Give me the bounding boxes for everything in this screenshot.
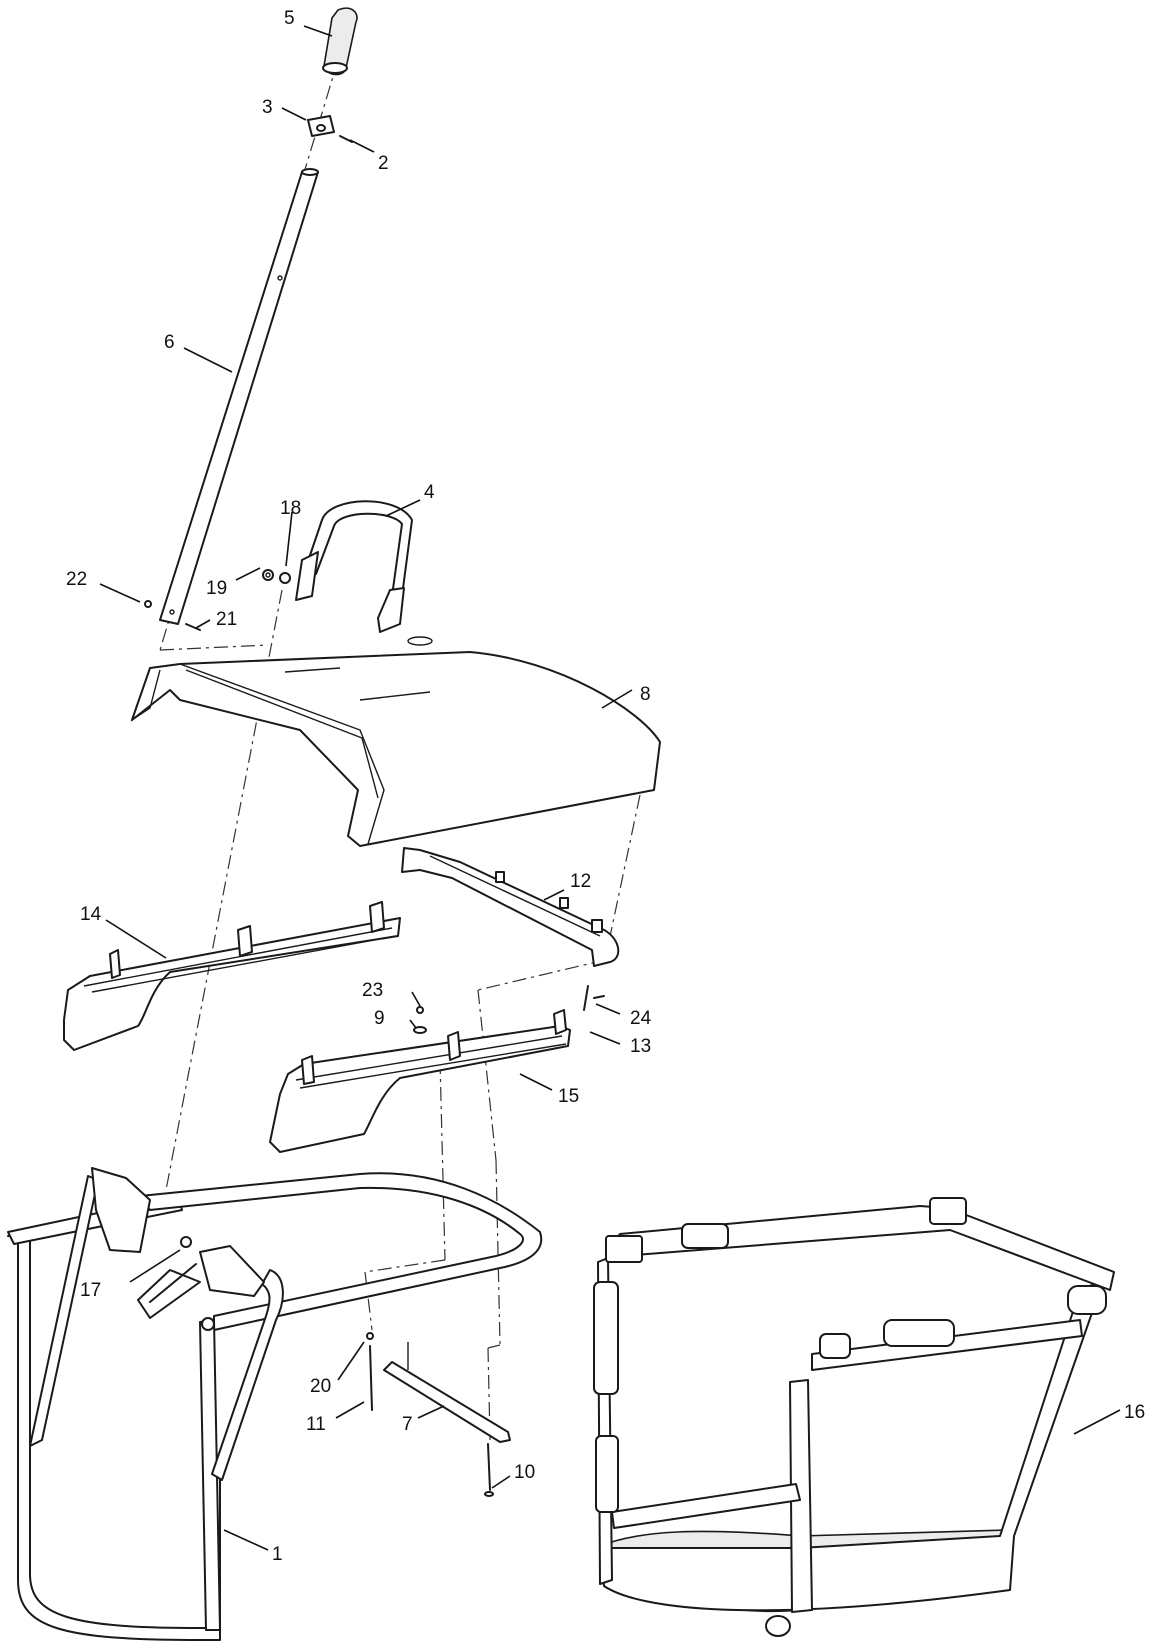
handle-collar [307, 115, 353, 143]
callout-2: 2 [378, 153, 389, 174]
right-side-rail [401, 847, 620, 967]
hand-grip [322, 7, 358, 76]
callout-4: 4 [424, 482, 435, 503]
callout-8: 8 [640, 684, 651, 705]
top-cover [130, 636, 661, 847]
callout-24: 24 [630, 1008, 652, 1029]
strap [366, 1332, 511, 1497]
rail-hardware [413, 985, 605, 1034]
callout-7: 7 [402, 1414, 413, 1435]
callout-10: 10 [514, 1462, 535, 1483]
callout-9: 9 [374, 1008, 385, 1029]
callout-14: 14 [80, 904, 102, 925]
callout-6: 6 [164, 332, 175, 353]
main-frame [7, 1167, 543, 1641]
callout-3: 3 [262, 97, 273, 118]
callout-18: 18 [280, 498, 301, 519]
callout-23: 23 [362, 980, 383, 1001]
callout-13: 13 [630, 1036, 651, 1057]
callout-20: 20 [310, 1376, 331, 1397]
callout-1: 1 [272, 1544, 283, 1565]
u-bracket [295, 500, 413, 633]
callout-16: 16 [1124, 1402, 1145, 1423]
callout-22: 22 [66, 569, 87, 590]
callout-21: 21 [216, 609, 237, 630]
callout-15: 15 [558, 1086, 579, 1107]
handle-tube [159, 168, 319, 625]
small-hardware [144, 569, 291, 631]
callout-17: 17 [80, 1280, 101, 1301]
collection-bag [593, 1197, 1115, 1637]
callout-19: 19 [206, 578, 227, 599]
callout-5: 5 [284, 8, 295, 29]
callout-labels: 5 3 2 6 4 18 19 22 21 8 12 14 23 9 24 13… [66, 8, 1145, 1565]
left-side-rail [63, 901, 401, 1051]
callout-leaders [99, 25, 1121, 1551]
callout-12: 12 [570, 871, 591, 892]
callout-11: 11 [306, 1414, 326, 1435]
rear-rail [269, 1009, 571, 1153]
